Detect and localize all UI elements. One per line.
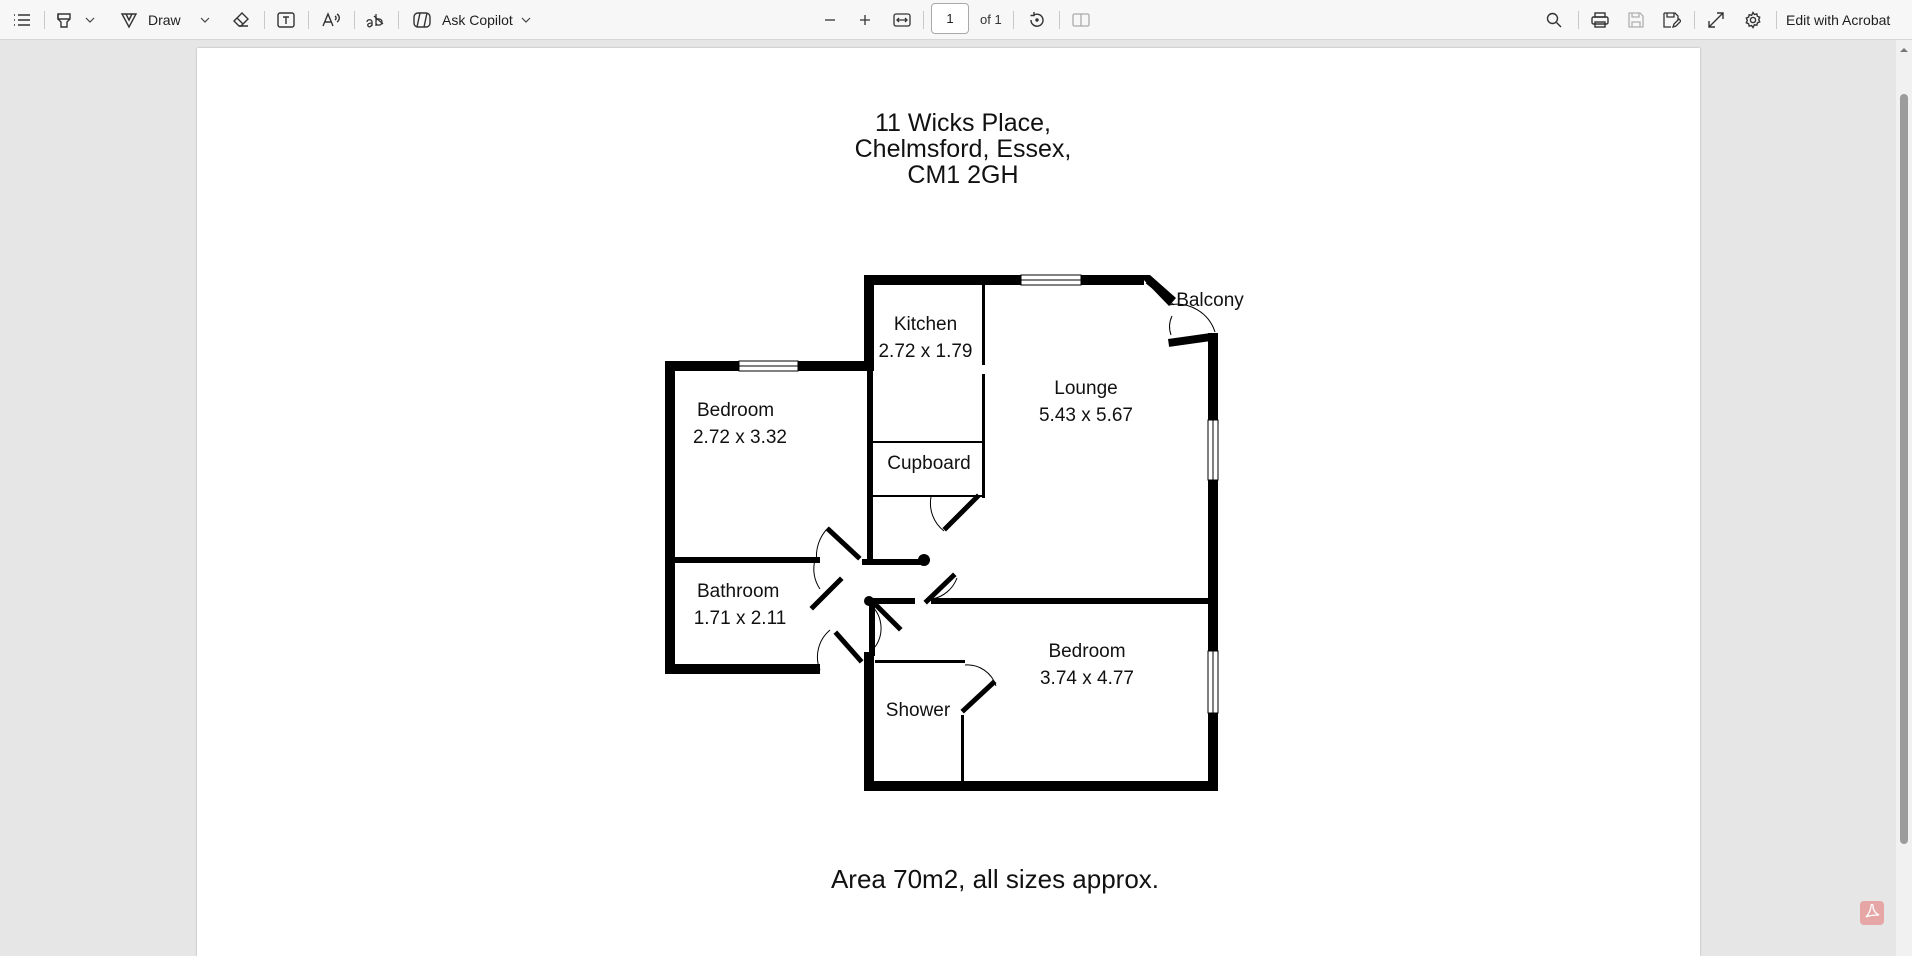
list-icon <box>13 13 31 27</box>
room-name: Lounge <box>1054 378 1118 399</box>
fullscreen-icon <box>1708 12 1724 28</box>
acrobat-icon <box>1864 903 1880 924</box>
draw-button[interactable]: Draw <box>120 0 192 40</box>
room-cupboard: Cupboard <box>873 450 985 477</box>
search-icon <box>1546 12 1562 28</box>
zoom-in-icon <box>859 14 871 26</box>
room-size: 2.72 x 3.32 <box>692 427 788 448</box>
room-name: Bedroom <box>697 400 775 421</box>
draw-options-button[interactable] <box>197 0 213 40</box>
pdf-page <box>197 48 1700 956</box>
room-name: Shower <box>885 700 951 721</box>
room-size: 5.43 x 5.67 <box>1038 405 1134 426</box>
room-bedroom-2: Bedroom 3.74 x 4.77 <box>1027 638 1147 692</box>
room-size: 3.74 x 4.77 <box>1039 668 1135 689</box>
scrollbar-thumb[interactable] <box>1900 94 1908 844</box>
save-as-button[interactable] <box>1661 0 1683 40</box>
read-aloud-icon <box>322 12 340 28</box>
vertical-scrollbar[interactable] <box>1896 40 1912 956</box>
draw-label: Draw <box>148 12 181 28</box>
read-aloud-button[interactable] <box>318 0 344 40</box>
print-icon <box>1591 12 1609 28</box>
area-note: Area 70m2, all sizes approx. <box>830 864 1160 894</box>
highlight-button[interactable] <box>54 0 74 40</box>
room-name: Bedroom <box>1048 641 1126 662</box>
address-line: 11 Wicks Place, <box>875 109 1051 137</box>
edit-with-acrobat-label: Edit with Acrobat <box>1786 12 1891 28</box>
room-lounge: Lounge 5.43 x 5.67 <box>1026 375 1146 429</box>
property-address: 11 Wicks Place, Chelmsford, Essex, CM1 2… <box>763 110 1163 188</box>
page-number-input[interactable] <box>931 3 969 34</box>
scroll-up-icon[interactable] <box>1900 46 1908 54</box>
erase-button[interactable] <box>230 0 252 40</box>
translate-button[interactable] <box>362 0 388 40</box>
wall <box>864 275 1144 285</box>
highlight-options-button[interactable] <box>82 0 98 40</box>
fullscreen-button[interactable] <box>1705 0 1727 40</box>
room-balcony: Balcony <box>1175 287 1245 314</box>
copilot-icon <box>412 11 432 29</box>
add-text-button[interactable] <box>274 0 298 40</box>
highlighter-icon <box>55 11 73 29</box>
rotate-button[interactable] <box>1026 0 1048 40</box>
page-view-button[interactable] <box>1070 0 1092 40</box>
room-bathroom: Bathroom 1.71 x 2.11 <box>680 578 800 632</box>
zoom-out-icon <box>824 14 836 26</box>
save-button[interactable] <box>1625 0 1647 40</box>
settings-button[interactable] <box>1742 0 1764 40</box>
room-name: Balcony <box>1176 290 1244 311</box>
fit-width-icon <box>893 13 911 27</box>
room-size: 2.72 x 1.79 <box>878 341 973 362</box>
rotate-icon <box>1028 11 1046 29</box>
page-view-icon <box>1072 13 1090 27</box>
room-name: Cupboard <box>887 453 971 474</box>
translate-icon <box>365 12 385 28</box>
chevron-down-icon <box>85 17 95 23</box>
save-icon <box>1628 12 1644 28</box>
chevron-down-icon <box>521 17 531 23</box>
fit-width-button[interactable] <box>890 0 914 40</box>
room-kitchen: Kitchen 2.72 x 1.79 <box>868 311 983 365</box>
print-button[interactable] <box>1589 0 1611 40</box>
pdf-toolbar: Draw Ask Copilot <box>0 0 1912 40</box>
save-as-icon <box>1663 12 1681 28</box>
draw-icon <box>120 11 138 29</box>
address-line: Chelmsford, Essex, <box>854 135 1072 163</box>
page-total: of 1 <box>980 12 1002 27</box>
room-size: 1.71 x 2.11 <box>693 608 787 629</box>
eraser-icon <box>232 11 250 29</box>
room-bedroom-1: Bedroom 2.72 x 3.32 <box>680 397 800 451</box>
zoom-in-button[interactable] <box>855 0 875 40</box>
text-box-icon <box>277 12 295 28</box>
edit-with-acrobat-button[interactable]: Edit with Acrobat <box>1786 0 1906 40</box>
chevron-down-icon <box>200 17 210 23</box>
search-button[interactable] <box>1543 0 1565 40</box>
acrobat-button[interactable] <box>1860 901 1884 925</box>
room-shower: Shower <box>875 697 961 724</box>
zoom-out-button[interactable] <box>820 0 840 40</box>
contents-button[interactable] <box>9 0 35 40</box>
ask-copilot-button[interactable]: Ask Copilot <box>412 0 536 40</box>
ask-copilot-label: Ask Copilot <box>442 12 513 28</box>
gear-icon <box>1744 11 1762 29</box>
room-name: Kitchen <box>893 314 958 335</box>
address-line: CM1 2GH <box>907 161 1019 189</box>
room-name: Bathroom <box>697 581 780 602</box>
